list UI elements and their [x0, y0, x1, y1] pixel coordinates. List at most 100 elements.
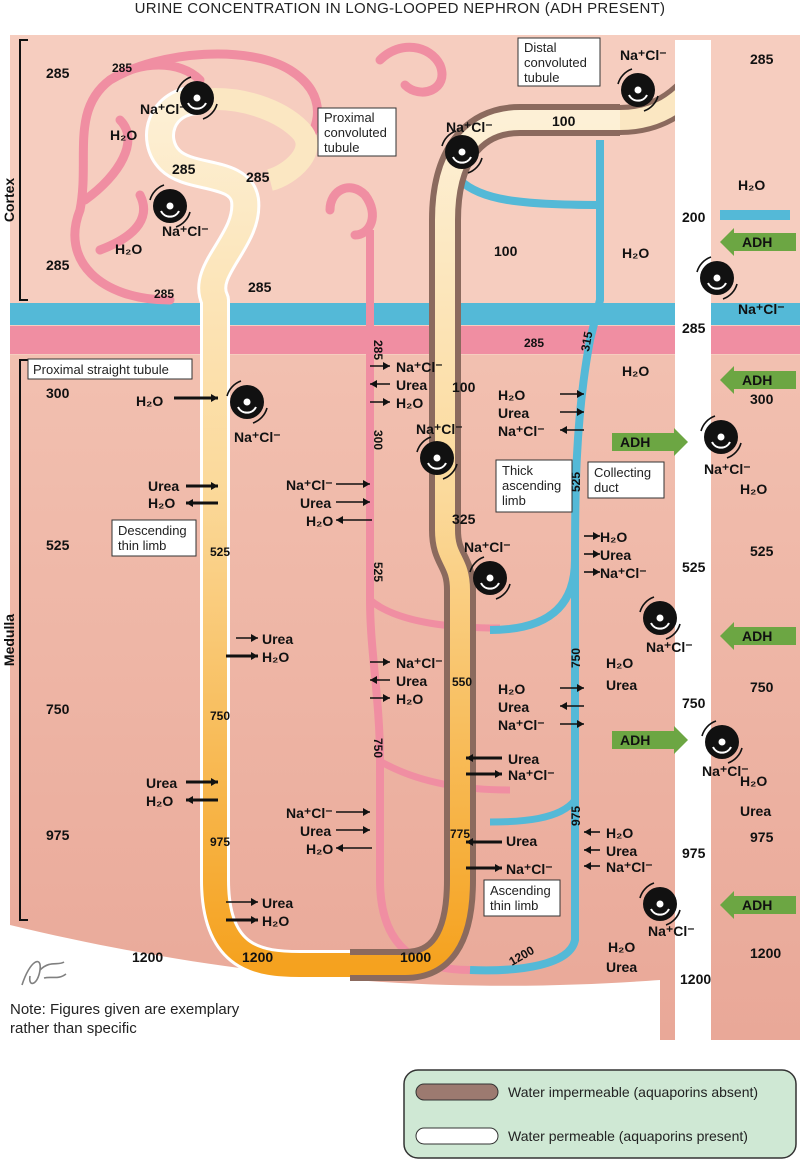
svg-text:285: 285: [682, 320, 706, 336]
flow-arrow: [174, 394, 218, 402]
svg-text:525: 525: [46, 537, 70, 553]
flow-arrow: [584, 828, 600, 836]
transport-label-h2o: H₂O: [396, 691, 423, 707]
pump-icon: [617, 68, 659, 112]
svg-text:1200: 1200: [750, 945, 781, 961]
svg-text:300: 300: [46, 385, 70, 401]
pump-icon: [469, 556, 511, 600]
svg-text:Distal: Distal: [524, 40, 557, 55]
svg-text:100: 100: [552, 113, 576, 129]
transport-label-urea: Urea: [262, 631, 293, 647]
transport-label-nacl: Na⁺Cl⁻: [704, 461, 751, 477]
svg-text:1200: 1200: [680, 971, 711, 987]
transport-label-h2o: H₂O: [306, 513, 333, 529]
transport-label-nacl: Na⁺Cl⁻: [648, 923, 695, 939]
transport-label-nacl: Na⁺Cl⁻: [464, 539, 511, 555]
arcuate-artery: [10, 326, 800, 354]
transport-label-h2o: H₂O: [606, 655, 633, 671]
transport-label-urea: Urea: [508, 751, 539, 767]
flow-arrow: [336, 480, 370, 488]
pump-icon: [441, 130, 483, 174]
svg-text:100: 100: [452, 379, 476, 395]
transport-label-h2o: H₂O: [622, 363, 649, 379]
right-osmolarity: 285 300 525 750 975 1200: [750, 51, 781, 961]
region-bracket: [19, 39, 28, 921]
adh-label: ADH: [742, 897, 772, 913]
transport-labels: Na⁺Cl⁻H₂ONa⁺Cl⁻H₂OH₂ONa⁺Cl⁻UreaH₂ONa⁺Cl⁻…: [110, 47, 785, 975]
transport-label-h2o: H₂O: [110, 127, 137, 143]
transport-label-h2o: H₂O: [146, 793, 173, 809]
flow-arrow: [466, 838, 502, 846]
label-pst: Proximal straight tubule: [27, 358, 193, 380]
transport-label-urea: Urea: [506, 833, 537, 849]
svg-text:285: 285: [112, 61, 132, 75]
pump-icon: [696, 256, 738, 300]
vein-branch: [489, 797, 578, 826]
svg-text:975: 975: [569, 806, 583, 826]
svg-text:Collecting: Collecting: [594, 465, 651, 480]
svg-text:315: 315: [578, 330, 595, 352]
flow-arrow: [560, 684, 584, 692]
transport-label-nacl: Na⁺Cl⁻: [234, 429, 281, 445]
svg-text:convoluted: convoluted: [524, 55, 587, 70]
transport-label-nacl: Na⁺Cl⁻: [396, 359, 443, 375]
transport-label-urea: Urea: [262, 895, 293, 911]
legend-label-impermeable: Water impermeable (aquaporins absent): [508, 1084, 758, 1100]
pump-icon: [700, 415, 742, 459]
transport-label-nacl: Na⁺Cl⁻: [396, 655, 443, 671]
flow-arrow: [584, 532, 600, 540]
figure-note: Note: Figures given are exemplary rather…: [10, 1001, 240, 1037]
svg-text:285: 285: [524, 336, 544, 350]
svg-text:975: 975: [46, 827, 70, 843]
flow-arrow: [370, 362, 390, 370]
label-atl: Ascending thin limb: [483, 879, 561, 917]
adh-label: ADH: [742, 372, 772, 388]
legend-swatch-impermeable: [415, 1083, 499, 1101]
transport-label-h2o: H₂O: [115, 241, 142, 257]
transport-label-h2o: H₂O: [148, 495, 175, 511]
flow-arrow: [466, 770, 502, 778]
transport-label-nacl: Na⁺Cl⁻: [446, 119, 493, 135]
flow-arrow: [336, 516, 372, 524]
transport-label-urea: Urea: [600, 547, 631, 563]
transport-label-nacl: Na⁺Cl⁻: [162, 223, 209, 239]
flow-arrow: [336, 844, 372, 852]
svg-text:Proximal straight tubule: Proximal straight tubule: [33, 362, 169, 377]
svg-text:750: 750: [210, 709, 230, 723]
flow-arrow: [560, 720, 584, 728]
transport-label-urea: Urea: [740, 803, 771, 819]
svg-text:525: 525: [210, 545, 230, 559]
transport-label-nacl: Na⁺Cl⁻: [600, 565, 647, 581]
transport-label-urea: Urea: [300, 823, 331, 839]
transport-label-h2o: H₂O: [608, 939, 635, 955]
transport-label-nacl: Na⁺Cl⁻: [738, 301, 785, 317]
left-osmolarity: 285 285 300 525 750 975 1200: [46, 65, 163, 965]
svg-text:525: 525: [750, 543, 774, 559]
svg-text:285: 285: [371, 340, 385, 360]
flow-arrow: [560, 702, 584, 710]
label-dct: Distal convoluted tubule: [517, 37, 601, 87]
adh-label: ADH: [742, 234, 772, 250]
transport-label-nacl: Na⁺Cl⁻: [416, 421, 463, 437]
svg-text:thin limb: thin limb: [118, 538, 166, 553]
descending-limb: [148, 88, 350, 977]
transport-label-urea: Urea: [498, 699, 529, 715]
svg-text:200: 200: [682, 209, 706, 225]
transport-label-h2o: H₂O: [396, 395, 423, 411]
pump-icon: [416, 436, 458, 480]
transport-label-urea: Urea: [300, 495, 331, 511]
flow-arrow: [370, 658, 390, 666]
svg-text:tubule: tubule: [524, 70, 559, 85]
svg-text:1200: 1200: [242, 949, 273, 965]
adh-label: ADH: [742, 628, 772, 644]
flow-arrow: [560, 390, 584, 398]
transport-label-nacl: Na⁺Cl⁻: [606, 859, 653, 875]
svg-text:300: 300: [750, 391, 774, 407]
ascending-vein-upper: [489, 140, 604, 634]
adh-arrow: ADH: [720, 891, 796, 919]
transport-label-urea: Urea: [396, 673, 427, 689]
legend-label-permeable: Water permeable (aquaporins present): [508, 1128, 748, 1144]
flow-arrow: [336, 808, 370, 816]
svg-text:325: 325: [452, 511, 476, 527]
